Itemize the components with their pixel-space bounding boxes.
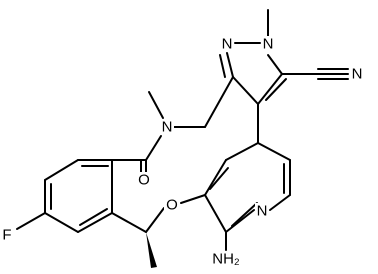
bond bbox=[204, 76, 234, 128]
bond bbox=[77, 212, 113, 233]
atom-label: N bbox=[263, 36, 274, 53]
atom-fluorine: F bbox=[0, 227, 14, 244]
bond bbox=[225, 142, 259, 161]
bond bbox=[257, 73, 283, 105]
bond bbox=[44, 159, 79, 181]
bond bbox=[226, 52, 234, 78]
bond bbox=[204, 159, 227, 196]
bond bbox=[145, 207, 165, 233]
atom-label: N bbox=[222, 36, 233, 53]
bond bbox=[219, 54, 226, 78]
atom-pyrazole-n1: N bbox=[220, 36, 234, 53]
bond bbox=[16, 212, 46, 230]
bond-layer bbox=[16, 9, 349, 251]
atom-label: O bbox=[166, 197, 178, 214]
bond bbox=[79, 208, 108, 226]
atom-label: N bbox=[257, 203, 268, 220]
atom-amide-n: N bbox=[160, 119, 174, 136]
bond bbox=[180, 194, 206, 204]
bond bbox=[269, 194, 291, 211]
bond bbox=[257, 142, 291, 161]
atom-pyridine-n: N bbox=[255, 203, 269, 220]
bond bbox=[44, 212, 79, 233]
bond bbox=[209, 167, 229, 190]
bond bbox=[265, 78, 287, 101]
bond bbox=[204, 194, 227, 233]
bond bbox=[231, 202, 258, 227]
bond bbox=[267, 54, 283, 75]
atom-layer: N N N N O O N F bbox=[0, 36, 365, 268]
bond bbox=[148, 91, 164, 119]
atom-label: O bbox=[138, 172, 150, 189]
atom-label: N bbox=[352, 66, 363, 83]
atom-pyrazole-n2: N bbox=[261, 36, 275, 53]
atom-amino: NH₂ bbox=[209, 251, 243, 268]
wedge-bond bbox=[146, 232, 157, 268]
atom-label: N bbox=[162, 119, 173, 136]
atom-label: NH₂ bbox=[212, 251, 240, 268]
bond bbox=[225, 209, 255, 233]
atom-label: F bbox=[2, 227, 11, 244]
atom-carbonyl-o: O bbox=[136, 172, 152, 189]
bond bbox=[145, 135, 162, 161]
bond bbox=[111, 212, 147, 233]
atom-nitrile-n: N bbox=[349, 66, 365, 83]
atom-ether-o: O bbox=[164, 197, 180, 214]
bond bbox=[232, 76, 259, 105]
